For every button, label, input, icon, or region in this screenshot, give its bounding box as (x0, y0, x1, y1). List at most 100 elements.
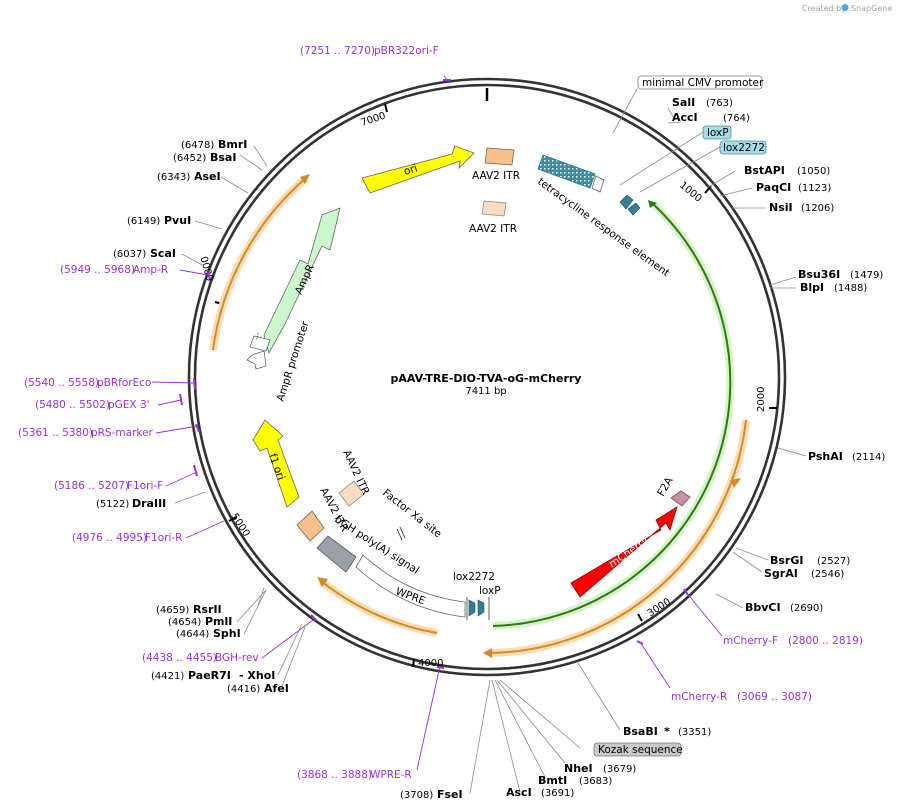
aav2-itr-top-feature (484, 147, 515, 166)
bbvci-pos: (2690) (790, 603, 823, 614)
asei-leader (220, 176, 249, 194)
wprer-primer-name: WPRE-R (370, 769, 412, 781)
ampr-dots-box (249, 335, 271, 352)
bmri-name: BmrI (218, 138, 247, 151)
prs-primer-range: (5361 .. 5380) (18, 427, 93, 439)
lox2272-bottom-feature (468, 599, 476, 617)
asei-pos: (6343) (157, 172, 190, 183)
mcherryf-primer-mark (683, 588, 689, 596)
loxp-bottom-feature (477, 599, 485, 617)
blpi-pos: (1488) (834, 283, 867, 294)
tre-label: tetracycline response element (535, 176, 671, 280)
paqci-pos: (1123) (798, 183, 831, 194)
fsei-pos: (3708) (400, 790, 433, 801)
paer7i-name: PaeR7I (188, 669, 231, 682)
snapgene-logo-icon (841, 4, 849, 11)
asci-name: AscI (506, 786, 532, 799)
orf-green-arc (492, 202, 732, 627)
f1orif-primer-leader (165, 471, 198, 487)
orf-orange-topleft-arrowhead (300, 174, 310, 184)
bmti-name: BmtI (538, 774, 567, 787)
bghrev-primer-mark (310, 614, 317, 621)
lox2272-bottom-label: lox2272 (453, 571, 495, 583)
afei-paer7i-leader (277, 623, 306, 687)
bsabi-pos: (3351) (678, 727, 711, 738)
orf-orange-left-arc (320, 580, 438, 634)
wprer-primer-leader (416, 665, 441, 771)
f1orir-primer-leader (185, 520, 225, 539)
paqci-name: PaqCI (756, 181, 791, 194)
loxp-top-feature (619, 194, 634, 210)
afei-name: AfeI (264, 682, 289, 695)
primer-labels: (7251 .. 7270) pBR322ori-F (5949 .. 5968… (18, 45, 863, 781)
scai-leader (181, 253, 205, 267)
bsai-bmri-leader (239, 145, 268, 171)
enzyme-labels: SalI (763) AccI (764) BstAPI (1050) PaqC… (96, 96, 885, 801)
pshai-leader (777, 447, 807, 457)
rsrii-pos: (4659) (156, 605, 189, 616)
f1orir-primer-name: F1ori-R (145, 532, 182, 544)
orf-orange-topleft-highlight (209, 174, 309, 351)
bstapi-leader (706, 170, 736, 189)
ampr-dots: ... (250, 331, 261, 341)
pbr322-primer-range: (7251 .. 7270) (300, 45, 375, 57)
draiii-pos: (5122) (96, 499, 129, 510)
aav2-itr-inner-feature (481, 200, 507, 217)
bsu36i-blpi-leader (769, 276, 797, 289)
pbrforeco-primer-mark (193, 378, 196, 390)
pvui-name: PvuI (164, 214, 191, 227)
lox2272-top-label: lox2272 (723, 142, 765, 154)
wpre-feature (355, 554, 466, 618)
pmli-pos: (4654) (168, 617, 201, 628)
pgex-primer-name: pGEX 3' (108, 399, 150, 411)
ampr-promoter-feature (246, 350, 267, 370)
aav2-itr-inner2-feature (338, 480, 365, 507)
lox2272-top-leader (639, 146, 721, 193)
mcherryr-primer-range: (3069 .. 3087) (737, 691, 812, 703)
asci-pos: (3691) (541, 788, 574, 799)
sphi-pmli-rsrii-leader (236, 587, 267, 635)
nhei-name: NheI (564, 762, 593, 775)
pshai-pos: (2114) (852, 452, 885, 463)
orf-orange-left-arrowhead (317, 577, 328, 587)
bsabi-leader (577, 662, 621, 731)
wprer-primer-range: (3868 .. 3888) (297, 769, 372, 781)
aav2-itr-inner-label: AAV2 ITR (469, 223, 517, 235)
sali-acci-leader (667, 107, 682, 124)
ori-feature (361, 145, 475, 194)
wprer-primer-mark (436, 666, 445, 669)
minimal-cmv-feature (591, 175, 605, 193)
xhoi-name: - XhoI (239, 669, 275, 682)
f1-ori-feature (252, 419, 300, 508)
orf-orange-right-arc (489, 419, 747, 654)
mcherryr-primer-name: mCherry-R (671, 691, 727, 703)
scai-name: ScaI (150, 247, 176, 260)
orf-arcs (209, 174, 750, 658)
draiii-leader (174, 491, 206, 504)
acci-pos: (764) (723, 113, 750, 124)
callouts: minimal CMV promoter loxP lox2272 Kozak … (593, 75, 767, 757)
tick-4000: 4000 (418, 658, 443, 669)
aav2-itr-top-label: AAV2 ITR (472, 170, 520, 182)
pbrforeco-primer-range: (5540 .. 5558) (24, 377, 99, 389)
f1orif-primer-mark (193, 464, 198, 477)
ampr-feature (263, 207, 341, 355)
pbrforeco-primer-leader (151, 381, 196, 384)
bstapi-pos: (1050) (797, 166, 830, 177)
bsabi-star: * (664, 725, 670, 738)
afei-pos: (4416) (227, 684, 260, 695)
sali-name: SalI (672, 96, 695, 109)
loxp-top-label: loxP (707, 127, 729, 139)
tick-3000-mark (637, 613, 643, 622)
loxp-top-leader (619, 131, 704, 186)
pshai-name: PshAI (808, 450, 843, 463)
bsai-name: BsaI (210, 151, 236, 164)
rsrii-name: RsrII (193, 603, 222, 616)
bgh-polya-feature (316, 535, 357, 573)
ampr-primer-mark (206, 269, 211, 280)
mcherryr-primer-mark (636, 640, 644, 645)
scai-pos: (6037) (113, 249, 146, 260)
pgex-primer-leader (157, 399, 182, 406)
created-by-label: Created by (802, 4, 846, 13)
